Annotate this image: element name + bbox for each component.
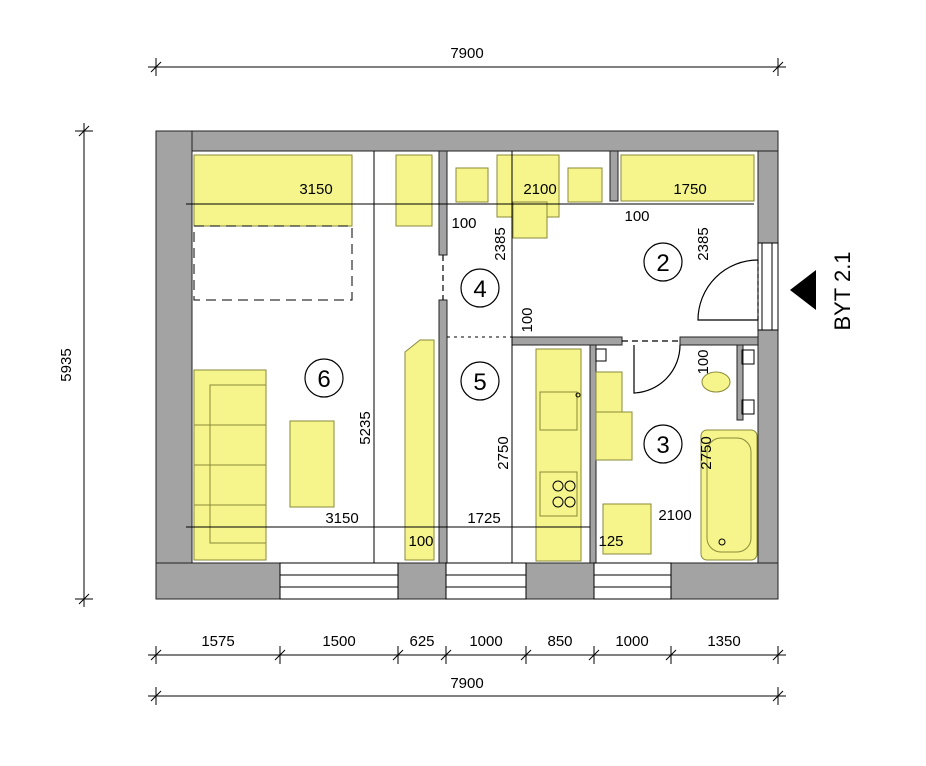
dim-125: 125 (598, 533, 623, 550)
cabinet-top-middle (395, 154, 433, 227)
washing-machine (602, 503, 652, 555)
window-room3 (593, 562, 672, 600)
room-circle-5 (460, 361, 500, 401)
dim-100-bottom: 100 (408, 533, 433, 550)
chair-bottom (512, 201, 548, 239)
dim-3150-top: 3150 (299, 181, 332, 198)
partition-c (511, 336, 623, 346)
dim-1750-top: 1750 (673, 181, 706, 198)
dim-2385-b: 2385 (695, 227, 712, 260)
window-room6 (279, 562, 399, 600)
wall-top (155, 130, 779, 152)
cooktop (539, 471, 578, 517)
dim-segment-7: 1350 (707, 633, 740, 650)
entrance-arrow-icon (790, 270, 816, 310)
windows (279, 242, 779, 600)
dim-overall-top: 7900 (450, 45, 483, 62)
partition-b (438, 299, 448, 564)
chair-left (455, 167, 489, 203)
dim-3150-bottom: 3150 (325, 510, 358, 527)
toilet (701, 371, 731, 393)
bathroom-door-swing (633, 344, 681, 394)
dim-segment-4: 1000 (469, 633, 502, 650)
wall-bottom-2 (397, 562, 447, 600)
labels: 6 4 5 2 3 7900 7900 5935 1575 1500 625 1… (58, 45, 855, 692)
wall-left (155, 130, 193, 600)
wall-right-lower (757, 329, 779, 600)
partition-d (679, 336, 759, 346)
dim-5235: 5235 (357, 411, 374, 444)
dim-2385-a: 2385 (492, 227, 509, 260)
room-number-2: 2 (656, 250, 669, 277)
walls (155, 130, 779, 600)
wall-bottom-1 (155, 562, 281, 600)
partition-a (438, 150, 448, 256)
dim-overall-left: 5935 (58, 348, 75, 381)
dim-2750-a: 2750 (495, 436, 512, 469)
wall-bottom-3 (525, 562, 595, 600)
dim-overall-bottom: 7900 (450, 675, 483, 692)
dim-100-b: 100 (624, 208, 649, 225)
partition-e (589, 344, 597, 564)
washbasin (595, 411, 633, 461)
room-number-6: 6 (317, 366, 330, 393)
dimension-lines (75, 58, 786, 705)
dim-100-a: 100 (451, 215, 476, 232)
dim-segment-6: 1000 (615, 633, 648, 650)
chair-right (567, 167, 603, 203)
dim-segment-5: 850 (547, 633, 572, 650)
dim-segment-2: 1500 (322, 633, 355, 650)
dim-segment-3: 625 (409, 633, 434, 650)
partition-g (609, 150, 619, 202)
room-circle-3 (643, 424, 683, 464)
room-number-5: 5 (473, 369, 486, 396)
kitchen-sink (539, 391, 578, 431)
wall-bottom-4 (670, 562, 779, 600)
kitchen-counter (535, 348, 582, 562)
doors (442, 255, 759, 394)
dim-2100-top: 2100 (523, 181, 556, 198)
wardrobe-top-left (193, 154, 353, 227)
bed-outline (193, 225, 353, 301)
cabinet-hall (620, 154, 755, 202)
bookcase (404, 339, 435, 561)
entrance-opening (757, 242, 779, 331)
dim-1725: 1725 (467, 510, 500, 527)
dim-segment-1: 1575 (201, 633, 234, 650)
dim-2100-bath: 2100 (658, 507, 691, 524)
room-number-3: 3 (656, 432, 669, 459)
window-room5 (445, 562, 527, 600)
room-circle-4 (460, 268, 500, 308)
room-number-4: 4 (473, 276, 486, 303)
dim-100-wc: 100 (695, 349, 712, 374)
wall-right-upper (757, 150, 779, 244)
segment-ticks (150, 646, 784, 664)
entrance-door-swing (697, 259, 759, 321)
bath-cabinet (595, 371, 623, 413)
unit-label: BYT 2.1 (830, 251, 855, 330)
furniture (193, 154, 758, 562)
dim-100-vertical: 100 (519, 307, 536, 332)
room-circle-2 (643, 242, 683, 282)
dim-2750-b: 2750 (698, 436, 715, 469)
room-markers (304, 242, 683, 464)
coffee-table (289, 420, 335, 508)
partition-f (736, 344, 744, 421)
detail-lines (186, 151, 755, 563)
bathtub (700, 429, 758, 561)
room-circle-6 (304, 358, 344, 398)
